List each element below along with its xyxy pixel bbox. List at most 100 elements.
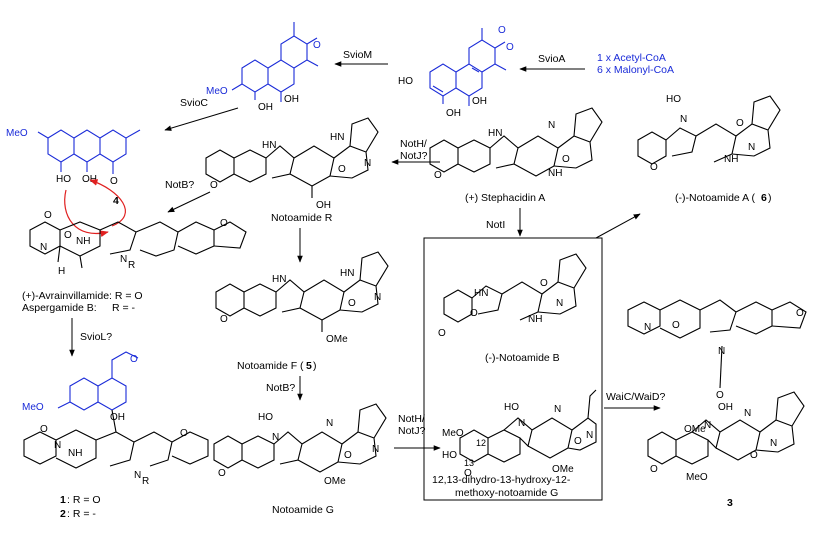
svg-text:N: N: [54, 440, 61, 451]
svg-text:O: O: [180, 428, 188, 439]
svg-text:NH: NH: [68, 448, 82, 459]
stephacidin-a-label: (+) Stephacidin A: [465, 192, 545, 204]
svg-text:N: N: [680, 114, 687, 125]
svg-text:OH: OH: [718, 402, 733, 413]
svg-text:HN: HN: [474, 288, 488, 299]
highlight-box: [423, 237, 603, 501]
notoamide-b-label: (-)-Notoamide B: [485, 352, 560, 364]
svg-text:O: O: [220, 314, 228, 325]
svg-text:): ): [768, 192, 772, 204]
reagent-malonyl-coa: 6 x Malonyl-CoA: [597, 64, 674, 76]
svg-text:O: O: [562, 154, 570, 165]
compound-1-2-structure: [23, 351, 209, 469]
svg-text:R = -: R = -: [112, 302, 136, 314]
svg-text:O: O: [650, 464, 658, 475]
svg-text:NH: NH: [76, 236, 90, 247]
enzyme-notHJ-top-1: NotH/: [400, 138, 427, 150]
svg-text:O: O: [40, 424, 48, 435]
svg-text:OMe: OMe: [326, 334, 348, 345]
svg-text:N: N: [120, 254, 127, 265]
svg-text:O: O: [218, 468, 226, 479]
notoamide-a-label: (-)-Notoamide A (: [675, 192, 755, 204]
svg-text:N: N: [586, 430, 593, 441]
svg-text:N: N: [554, 404, 561, 415]
svg-text:N: N: [548, 120, 555, 131]
compound-4-structure: [37, 129, 141, 174]
notoamide-b-structure: [443, 253, 587, 323]
svg-text:N: N: [372, 444, 379, 455]
polyketide-naphthopyranone-b: [231, 22, 319, 102]
svg-text:HO: HO: [666, 94, 681, 105]
svg-text:OH: OH: [284, 94, 299, 105]
notoamide-g-label: Notoamide G: [272, 504, 334, 516]
svg-text:O: O: [506, 42, 514, 53]
svg-text:OH: OH: [472, 96, 487, 107]
svg-text:O: O: [434, 170, 442, 181]
svg-text:6: 6: [761, 192, 767, 204]
svg-text:O: O: [672, 320, 680, 331]
svg-text:N: N: [704, 420, 711, 431]
svg-text:O: O: [344, 450, 352, 461]
svg-text:O: O: [464, 468, 472, 479]
svg-text:O: O: [796, 308, 804, 319]
svg-text:HO: HO: [504, 402, 519, 413]
svg-text:O: O: [498, 25, 506, 36]
svg-text:HN: HN: [488, 128, 502, 139]
svg-text:O: O: [438, 328, 446, 339]
methoxy-label: MeO: [206, 86, 228, 97]
reagent-acetyl-coa: 1 x Acetyl-CoA: [597, 52, 666, 64]
arrow-svioC: [164, 107, 239, 131]
avrainvillamide-structure: [29, 221, 247, 269]
svg-text:OMe: OMe: [324, 476, 346, 487]
svg-text:OH: OH: [110, 412, 125, 423]
aspergamide-label: Aspergamide B:: [22, 302, 97, 314]
enzyme-notHJ-top-2: NotJ?: [400, 150, 428, 162]
enzyme-notI: NotI: [486, 219, 505, 231]
svg-text:O: O: [313, 40, 321, 51]
svg-text:HN: HN: [272, 274, 286, 285]
enzyme-svioC: SvioC: [180, 97, 208, 109]
svg-text:O: O: [574, 436, 582, 447]
enzyme-svioA: SvioA: [538, 53, 565, 65]
svg-text:): ): [313, 360, 317, 372]
notoamide-f-label: Notoamide F (: [237, 360, 304, 372]
dihydro-label-1: 12,13-dihydro-13-hydroxy-12-: [432, 474, 571, 486]
red-coupling-arrow-a: [64, 189, 109, 238]
svg-text:OH: OH: [82, 174, 97, 185]
svg-text:O: O: [110, 176, 118, 187]
svg-text:: R = -: : R = -: [67, 508, 96, 520]
svg-text:N: N: [364, 158, 371, 169]
svg-text:N: N: [518, 418, 525, 429]
svg-text:O: O: [44, 210, 52, 221]
svg-text:O: O: [540, 278, 548, 289]
svg-text:MeO: MeO: [6, 128, 28, 139]
dihydro-notoamide-g-structure: [459, 389, 597, 463]
svg-text:MeO: MeO: [442, 428, 464, 439]
svg-text:OMe: OMe: [684, 424, 706, 435]
enzyme-notB-mid: NotB?: [266, 382, 295, 394]
svg-text:N: N: [644, 322, 651, 333]
svg-text:HN: HN: [262, 140, 276, 151]
notoamide-f-structure: [215, 251, 389, 332]
red-coupling-arrow-b: [89, 179, 126, 227]
svg-text:NH: NH: [548, 168, 562, 179]
svg-text:12: 12: [476, 438, 486, 448]
svg-text:5: 5: [306, 360, 312, 372]
svg-text:O: O: [210, 180, 218, 191]
svg-text:HN: HN: [340, 268, 354, 279]
svg-text:N: N: [744, 408, 751, 419]
stephacidin-a-structure: [429, 107, 603, 177]
enzyme-waiCD: WaiC/WaiD?: [606, 391, 665, 403]
svg-text:H: H: [58, 266, 65, 277]
svg-text:N: N: [134, 470, 141, 481]
enzyme-notHJ-bot-1: NotH/: [398, 413, 425, 425]
svg-text:OH: OH: [316, 200, 331, 211]
svg-text:HO: HO: [56, 174, 71, 185]
avrainvillamide-label: (+)-Avrainvillamide: R = O: [22, 290, 143, 302]
compound-1-label: 1: [60, 494, 66, 506]
svg-text:OH: OH: [258, 102, 273, 113]
svg-text:O: O: [716, 390, 724, 401]
svg-text:MeO: MeO: [22, 402, 44, 413]
svg-text:N: N: [326, 418, 333, 429]
